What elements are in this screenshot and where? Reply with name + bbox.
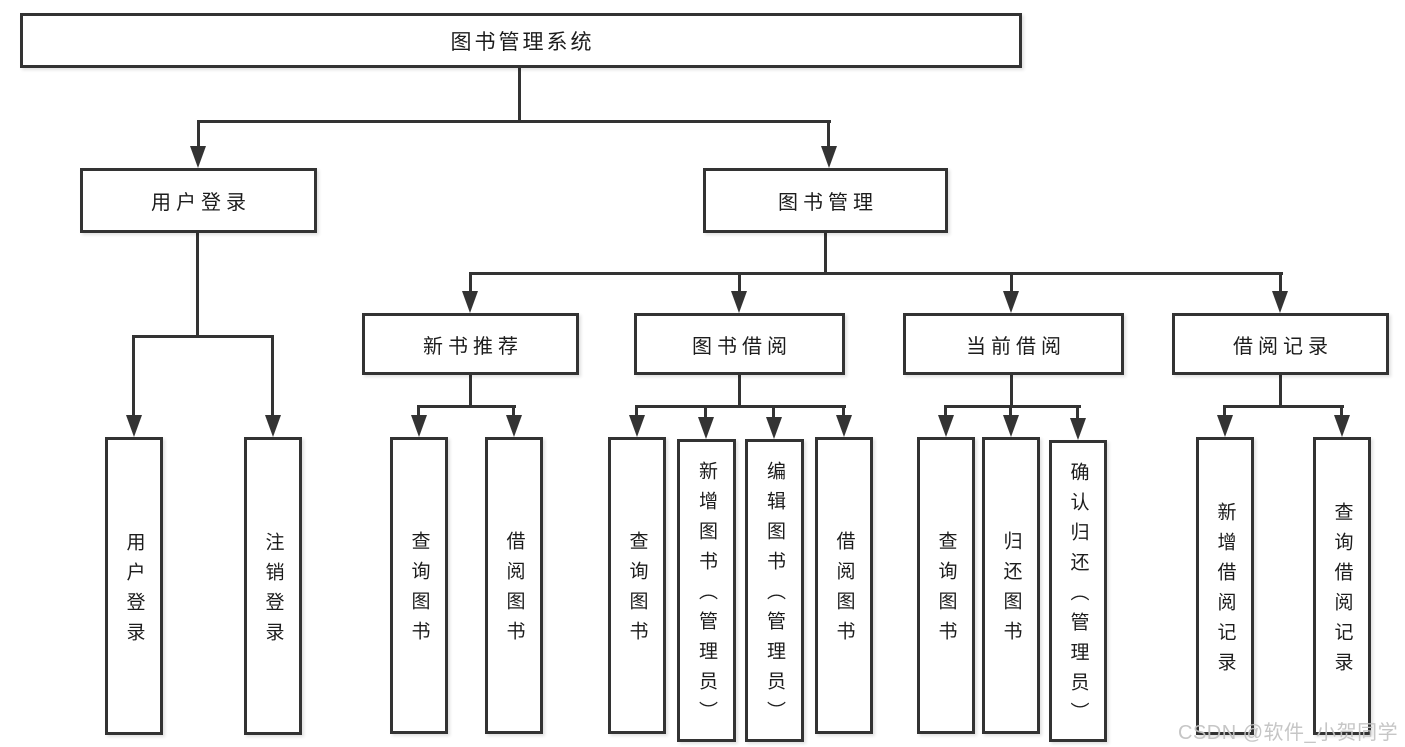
leaf-query-book-recommend: 查询图书: [390, 437, 448, 734]
arrowhead-icon: [629, 415, 645, 437]
connector-stem: [132, 335, 135, 417]
node-label: 用户登录: [123, 531, 145, 652]
connector-stem: [1009, 405, 1012, 418]
leaf-edit-book-admin: 编辑图书（管理员）: [745, 439, 804, 742]
connector-user-vertical: [196, 233, 199, 337]
connector-stem: [842, 405, 845, 418]
node-label: 查询图书: [626, 531, 648, 651]
node-label: 借阅图书: [833, 531, 855, 651]
arrowhead-icon: [1217, 415, 1233, 437]
connector-stem: [512, 405, 515, 418]
leaf-borrow-book-recommend: 借阅图书: [485, 437, 543, 734]
arrowhead-icon: [126, 415, 142, 437]
connector-stem: [827, 120, 830, 148]
connector-group-horizontal: [417, 405, 516, 408]
arrowhead-icon: [1070, 418, 1086, 440]
arrowhead-icon: [411, 415, 427, 437]
arrowhead-icon: [190, 146, 206, 168]
node-label: 新增图书（管理员）: [696, 461, 717, 731]
node-library-management-system: 图书管理系统: [20, 13, 1022, 68]
leaf-logout-login: 注销登录: [244, 437, 302, 735]
connector-stem: [1076, 405, 1079, 418]
node-book-borrowing: 图书借阅: [634, 313, 845, 375]
node-new-book-recommend: 新书推荐: [362, 313, 579, 375]
connector-group-horizontal: [635, 405, 846, 408]
arrowhead-icon: [1003, 291, 1019, 313]
node-label: 注销登录: [262, 531, 284, 652]
leaf-borrow-book-borrowing: 借阅图书: [815, 437, 873, 734]
leaf-query-book-current: 查询图书: [917, 437, 975, 734]
leaf-query-book-borrowing: 查询图书: [608, 437, 666, 734]
connector-stem: [738, 272, 741, 293]
watermark: CSDN @软件_小贺同学: [1178, 722, 1399, 744]
arrowhead-icon: [1003, 415, 1019, 437]
connector-stem: [469, 272, 472, 293]
node-label: 查询图书: [935, 531, 957, 651]
node-label: 当前借阅: [966, 335, 1066, 358]
node-label: 图书管理系统: [450, 30, 595, 54]
connector-stem: [772, 405, 775, 418]
node-label: 查询图书: [408, 531, 430, 651]
connector-level3-horizontal: [469, 272, 1283, 275]
arrowhead-icon: [462, 291, 478, 313]
leaf-confirm-return-admin: 确认归还（管理员）: [1049, 440, 1107, 742]
node-label: 图书管理: [778, 192, 878, 214]
arrowhead-icon: [938, 415, 954, 437]
leaf-add-borrow-record: 新增借阅记录: [1196, 437, 1254, 735]
connector-mgmt-vertical: [824, 233, 827, 275]
connector-group-vertical: [469, 375, 472, 408]
connector-stem: [635, 405, 638, 418]
arrowhead-icon: [698, 417, 714, 439]
connector-stem: [1223, 405, 1226, 418]
connector-group-vertical: [738, 375, 741, 408]
arrowhead-icon: [506, 415, 522, 437]
connector-stem: [417, 405, 420, 418]
node-label: 确认归还（管理员）: [1067, 461, 1089, 732]
arrowhead-icon: [836, 415, 852, 437]
connector-root-vertical: [518, 68, 521, 123]
arrowhead-icon: [1334, 415, 1350, 437]
node-borrow-records: 借阅记录: [1172, 313, 1389, 375]
connector-group-vertical: [1010, 375, 1013, 408]
connector-stem: [1340, 405, 1343, 418]
arrowhead-icon: [731, 291, 747, 313]
node-user-login: 用户登录: [80, 168, 317, 233]
node-label: 编辑图书（管理员）: [764, 461, 785, 731]
leaf-add-book-admin: 新增图书（管理员）: [677, 439, 736, 742]
node-label: 借阅记录: [1233, 335, 1333, 358]
node-label: 用户登录: [151, 192, 251, 214]
connector-user-horizontal: [132, 335, 274, 338]
connector-stem: [1279, 272, 1282, 293]
leaf-return-book: 归还图书: [982, 437, 1040, 734]
node-label: 新增借阅记录: [1214, 501, 1236, 682]
leaf-user-login: 用户登录: [105, 437, 163, 735]
connector-stem: [271, 335, 274, 417]
node-label: 借阅图书: [503, 531, 525, 651]
arrowhead-icon: [265, 415, 281, 437]
connector-stem: [704, 405, 707, 418]
connector-level2-horizontal: [197, 120, 831, 123]
arrowhead-icon: [1272, 291, 1288, 313]
node-current-borrowing: 当前借阅: [903, 313, 1124, 375]
connector-group-horizontal: [944, 405, 1081, 408]
connector-stem: [197, 120, 200, 148]
node-book-management: 图书管理: [703, 168, 948, 233]
leaf-query-borrow-record: 查询借阅记录: [1313, 437, 1371, 735]
connector-group-vertical: [1279, 375, 1282, 408]
node-label: 查询借阅记录: [1331, 501, 1353, 682]
node-label: 图书借阅: [692, 335, 792, 358]
connector-stem: [944, 405, 947, 418]
arrowhead-icon: [821, 146, 837, 168]
arrowhead-icon: [766, 417, 782, 439]
node-label: 归还图书: [1000, 531, 1022, 651]
node-label: 新书推荐: [423, 335, 523, 358]
connector-group-horizontal: [1223, 405, 1344, 408]
connector-stem: [1010, 272, 1013, 293]
